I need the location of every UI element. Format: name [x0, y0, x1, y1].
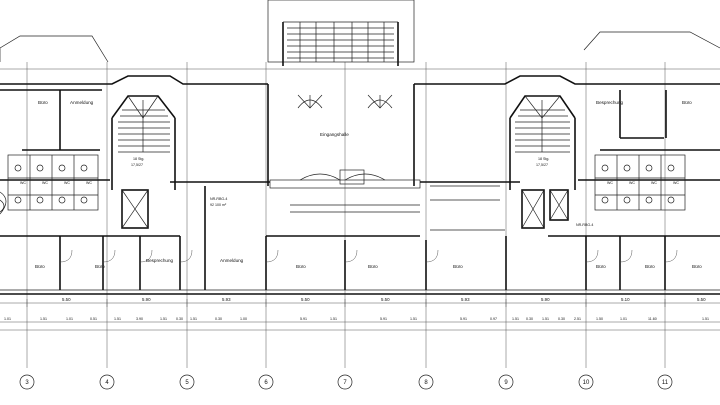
room-label: Büro [95, 264, 105, 269]
dimension-text: 0.51 [90, 317, 97, 321]
stair-label: 17,5/27 [131, 163, 143, 167]
room-label: Büro [35, 264, 45, 269]
dimension-text: 1.01 [66, 317, 73, 321]
room-label: Büro [38, 100, 48, 105]
dimension-text: 0.30 [215, 317, 222, 321]
dimension-text: 1.01 [620, 317, 627, 321]
dimension-text: 5.50 [62, 297, 71, 302]
dimension-text: 1.01 [4, 317, 11, 321]
dimension-text: 3.90 [136, 317, 143, 321]
wc-label: WC [20, 181, 26, 185]
axis-marker: 8 [418, 374, 434, 390]
svg-text:6: 6 [264, 380, 268, 386]
room-label: Büro [692, 264, 702, 269]
wc-label: WC [629, 181, 635, 185]
dimension-text: 5.93 [222, 297, 231, 302]
axis-marker: 11 [657, 374, 673, 390]
room-label: Eingangshalle [320, 132, 349, 137]
stair-label: 18 Stg. [133, 157, 144, 161]
dimension-text: 5.91 [300, 317, 307, 321]
entrance-doors [297, 94, 393, 109]
axis-marker: 7 [337, 374, 353, 390]
axis-marker: 9 [498, 374, 514, 390]
room-label: Büro [645, 264, 655, 269]
dimension-text: 1.51 [702, 317, 709, 321]
dimension-text: 1.51 [410, 317, 417, 321]
room-label: Büro [453, 264, 463, 269]
svg-text:9: 9 [504, 380, 508, 386]
axis-marker: 6 [258, 374, 274, 390]
dimension-text: 1.00 [240, 317, 247, 321]
interior-walls [0, 90, 720, 290]
dimension-text: 5.10 [621, 297, 630, 302]
room-label: Anmeldung [220, 258, 244, 263]
dimension-text: 1.51 [114, 317, 121, 321]
svg-text:7: 7 [343, 380, 347, 386]
room-label: Besprechung [146, 258, 174, 263]
dimension-text: 1.51 [512, 317, 519, 321]
dimension-text: 0.30 [558, 317, 565, 321]
svg-text:8: 8 [424, 380, 428, 386]
room-label: Anmeldung [70, 100, 94, 105]
dimension-text: 5.50 [381, 297, 390, 302]
dimension-text: 5.93 [461, 297, 470, 302]
dimension-chains: 5.50 5.90 5.93 5.50 5.50 5.93 5.90 5.10 … [0, 297, 720, 331]
dimension-text: 5.90 [142, 297, 151, 302]
dimension-text: 5.91 [460, 317, 467, 321]
entrance-canopy [267, 0, 415, 66]
stair-label: 17,5/27 [536, 163, 548, 167]
dimension-text: 1.51 [542, 317, 549, 321]
stair-label: 18 Stg. [538, 157, 549, 161]
wc-label: WC [673, 181, 679, 185]
room-label: NR-RBG-4 [576, 223, 593, 227]
wc-label: WC [64, 181, 70, 185]
axis-marker: 4 [99, 374, 115, 390]
wc-label: WC [607, 181, 613, 185]
dimension-text: 1.51 [330, 317, 337, 321]
dimension-text: 0.30 [176, 317, 183, 321]
dimension-text: 1.51 [190, 317, 197, 321]
stairwell-left [111, 95, 176, 229]
dimension-text: 0.97 [490, 317, 497, 321]
stairwell-right [509, 95, 576, 229]
door-swings [59, 249, 678, 263]
lobby-steps [269, 169, 421, 189]
svg-text:11: 11 [662, 380, 669, 386]
dimension-text: 0.30 [526, 317, 533, 321]
wc-label: WC [651, 181, 657, 185]
dimension-text: 5.50 [301, 297, 310, 302]
dimension-text: 5.90 [541, 297, 550, 302]
dimension-text: 1.51 [40, 317, 47, 321]
axis-markers: 3 4 5 6 7 8 9 10 11 [19, 374, 673, 390]
wc-blocks [0, 154, 686, 215]
svg-text:4: 4 [105, 380, 109, 386]
room-label: Büro [682, 100, 692, 105]
svg-text:10: 10 [583, 380, 590, 386]
axis-marker: 10 [578, 374, 594, 390]
dimension-text: 1.51 [160, 317, 167, 321]
room-label: Besprechung [596, 100, 624, 105]
wc-label: WC [86, 181, 92, 185]
grid-axis-lines [0, 62, 720, 368]
axis-marker: 5 [179, 374, 195, 390]
dimension-text: 5.50 [697, 297, 706, 302]
dimension-text: 2.51 [574, 317, 581, 321]
dimension-text: 5.91 [380, 317, 387, 321]
wc-label: WC [42, 181, 48, 185]
room-label: NR-RBG-4 [210, 197, 227, 201]
svg-text:3: 3 [25, 380, 29, 386]
room-label: Büro [596, 264, 606, 269]
axis-marker: 3 [19, 374, 35, 390]
exterior-walls [0, 31, 720, 295]
room-label: 92 100 m² [210, 203, 227, 207]
room-label: Büro [368, 264, 378, 269]
svg-text:5: 5 [185, 380, 189, 386]
dimension-text: 1.50 [596, 317, 603, 321]
room-labels: Büro Anmeldung Büro Büro Besprechung Anm… [20, 100, 702, 269]
dimension-text: 11.60 [648, 317, 657, 321]
room-label: Büro [296, 264, 306, 269]
